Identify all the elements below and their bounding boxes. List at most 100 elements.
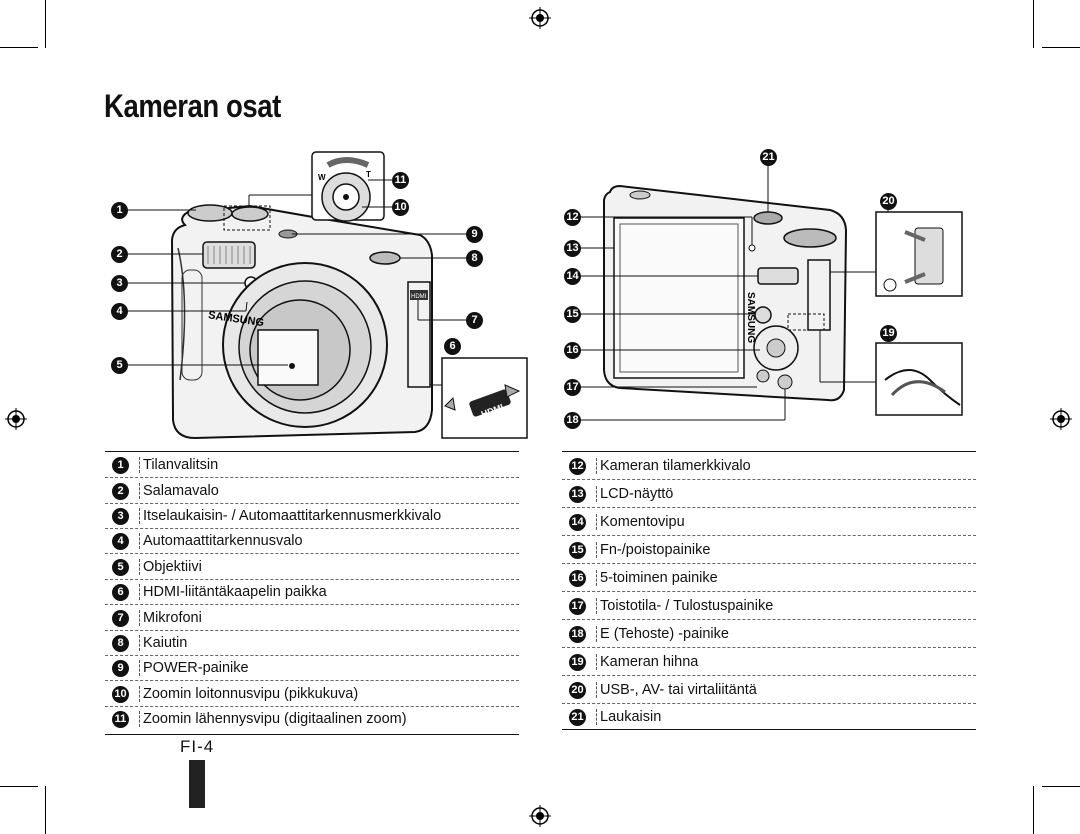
legend-number: 20 xyxy=(569,681,586,699)
legend-label: 5-toiminen painike xyxy=(600,570,718,586)
camera-back-illustration: SAMSUNG xyxy=(580,165,963,421)
legend-row: 15 Fn-/poistopainike xyxy=(562,538,710,562)
callout-14: 14 xyxy=(564,268,581,285)
legend-number: 12 xyxy=(569,457,586,475)
legend-label: LCD-näyttö xyxy=(600,486,674,502)
legend-number: 2 xyxy=(112,482,129,500)
callout-7: 7 xyxy=(466,312,483,329)
legend-row: 16 5-toiminen painike xyxy=(562,566,718,590)
legend-label: Kameran tilamerkkivalo xyxy=(600,458,751,474)
registration-mark-icon xyxy=(529,805,551,827)
callout-16: 16 xyxy=(564,342,581,359)
legend-label: Automaattitarkennusvalo xyxy=(143,533,303,549)
callout-12: 12 xyxy=(564,209,581,226)
legend-label: Laukaisin xyxy=(600,709,662,725)
legend-row: 8 Kaiutin xyxy=(105,631,187,655)
crop-mark xyxy=(0,786,38,787)
legend-number: 6 xyxy=(112,583,129,601)
legend-number: 17 xyxy=(569,597,586,615)
callout-17: 17 xyxy=(564,379,581,396)
legend-row: 17 Toistotila- / Tulostuspainike xyxy=(562,594,773,618)
crop-mark xyxy=(0,47,38,48)
legend-row: 1 Tilanvalitsin xyxy=(105,453,218,477)
legend-label: Zoomin loitonnusvipu (pikkukuva) xyxy=(143,686,359,702)
callout-21: 21 xyxy=(760,149,777,166)
legend-label: Tilanvalitsin xyxy=(143,457,219,473)
legend-row: 2 Salamavalo xyxy=(105,479,219,503)
legend-row: 10 Zoomin loitonnusvipu (pikkukuva) xyxy=(105,682,358,706)
legend-number: 3 xyxy=(112,507,129,525)
crop-mark xyxy=(45,786,46,834)
back-parts-legend: 12 Kameran tilamerkkivalo 13 LCD-näyttö 14… xyxy=(562,451,976,731)
legend-label: Kaiutin xyxy=(143,635,188,651)
legend-row: 4 Automaattitarkennusvalo xyxy=(105,529,303,553)
legend-number: 19 xyxy=(569,653,586,671)
crop-mark xyxy=(1033,786,1034,834)
legend-label: Toistotila- / Tulostuspainike xyxy=(600,598,774,614)
legend-label: USB-, AV- tai virtaliitäntä xyxy=(600,682,757,698)
callout-2: 2 xyxy=(111,246,128,263)
back-brand-text: SAMSUNG xyxy=(745,292,756,343)
legend-number: 16 xyxy=(569,569,586,587)
legend-number: 1 xyxy=(112,456,129,474)
camera-front-illustration: SAMSUNG HDMI W T HDMI xyxy=(128,151,528,440)
callout-13: 13 xyxy=(564,240,581,257)
callout-1: 1 xyxy=(111,202,128,219)
legend-label: Salamavalo xyxy=(143,483,219,499)
crop-mark xyxy=(1042,786,1080,787)
legend-number: 7 xyxy=(112,609,129,627)
legend-number: 8 xyxy=(112,634,129,652)
legend-label: POWER-painike xyxy=(143,660,249,676)
legend-number: 18 xyxy=(569,625,586,643)
callout-8: 8 xyxy=(466,250,483,267)
callout-6: 6 xyxy=(444,338,461,355)
legend-label: HDMI-liitäntäkaapelin paikka xyxy=(143,584,327,600)
legend-row: 19 Kameran hihna xyxy=(562,650,698,674)
legend-number: 14 xyxy=(569,513,586,531)
legend-label: E (Tehoste) -painike xyxy=(600,626,729,642)
legend-row: 13 LCD-näyttö xyxy=(562,482,673,506)
registration-mark-icon xyxy=(529,7,551,29)
legend-label: Komentovipu xyxy=(600,514,685,530)
legend-number: 15 xyxy=(569,541,586,559)
zoom-t-text: T xyxy=(366,170,371,179)
legend-label: Kameran hihna xyxy=(600,654,699,670)
callout-5: 5 xyxy=(111,357,128,374)
callout-20: 20 xyxy=(880,193,897,210)
front-parts-legend: 1 Tilanvalitsin 2 Salamavalo 3 Itselaukaisi… xyxy=(105,451,519,736)
legend-label: Fn-/poistopainike xyxy=(600,542,711,558)
callout-15: 15 xyxy=(564,306,581,323)
crop-mark xyxy=(45,0,46,48)
front-hdmi-text: HDMI xyxy=(411,294,427,300)
zoom-w-text: W xyxy=(318,173,326,182)
legend-row: 14 Komentovipu xyxy=(562,510,685,534)
crop-mark xyxy=(1033,0,1034,48)
page-number: FI-4 xyxy=(180,737,215,756)
legend-number: 9 xyxy=(112,659,129,677)
callout-11: 11 xyxy=(392,172,409,189)
section-tab xyxy=(189,760,205,808)
callout-4: 4 xyxy=(111,303,128,320)
legend-row: 21 Laukaisin xyxy=(562,705,661,729)
callout-19: 19 xyxy=(880,325,897,342)
legend-row: 6 HDMI-liitäntäkaapelin paikka xyxy=(105,580,327,604)
legend-number: 13 xyxy=(569,485,586,503)
legend-number: 4 xyxy=(112,532,129,550)
legend-row: 12 Kameran tilamerkkivalo xyxy=(562,454,751,478)
registration-mark-icon xyxy=(1050,408,1072,430)
legend-row: 18 E (Tehoste) -painike xyxy=(562,622,729,646)
legend-row: 9 POWER-painike xyxy=(105,656,249,680)
legend-number: 11 xyxy=(112,710,129,728)
registration-mark-icon xyxy=(5,408,27,430)
page-title: Kameran osat xyxy=(104,88,281,124)
legend-number: 21 xyxy=(569,708,586,726)
legend-label: Objektiivi xyxy=(143,559,202,575)
legend-row: 3 Itselaukaisin- / Automaattitarkennusmer… xyxy=(105,504,441,528)
legend-label: Itselaukaisin- / Automaattitarkennusmerk… xyxy=(143,508,442,524)
legend-number: 10 xyxy=(112,685,129,703)
legend-row: 20 USB-, AV- tai virtaliitäntä xyxy=(562,678,757,702)
callout-18: 18 xyxy=(564,412,581,429)
